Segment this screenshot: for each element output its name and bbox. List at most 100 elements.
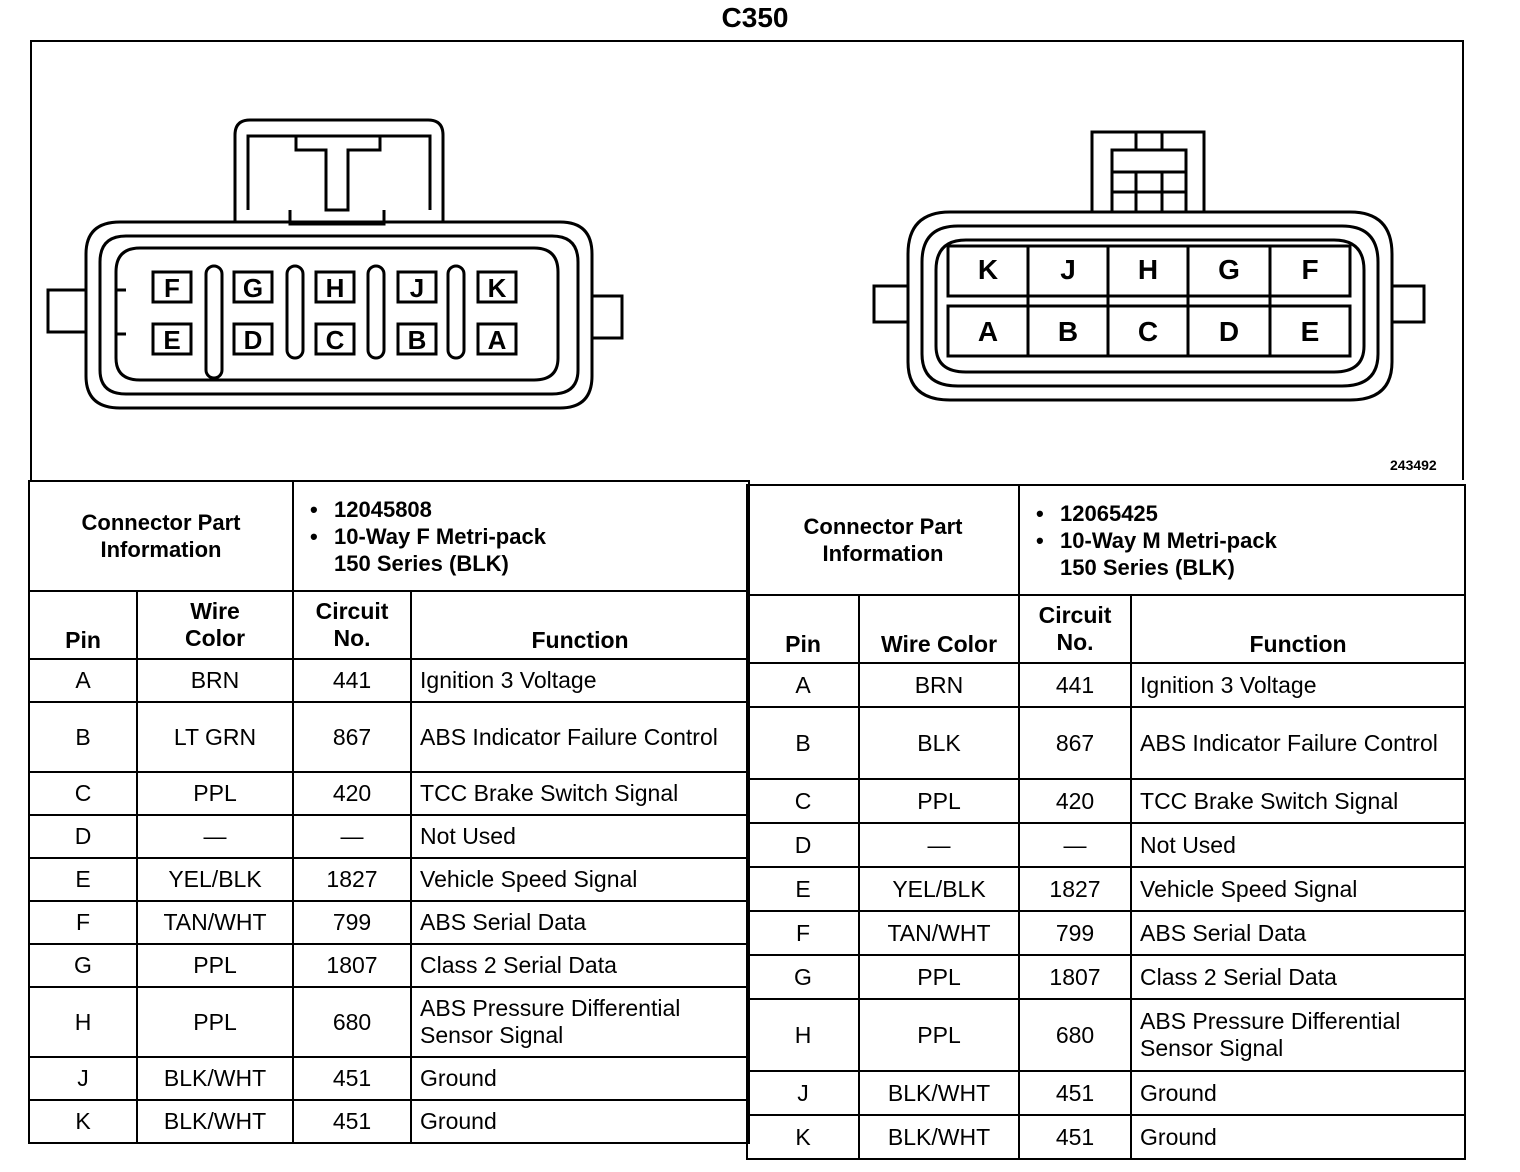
header-function: Function	[1130, 594, 1467, 664]
connector-series: 150 Series (BLK)	[334, 550, 509, 576]
function-cell: Vehicle Speed Signal	[1130, 866, 1467, 912]
function-cell: Class 2 Serial Data	[410, 943, 751, 988]
pin-label: G	[1218, 254, 1240, 285]
header-circuit-no: Circuit No.	[292, 590, 413, 660]
wire-color-cell: BLK/WHT	[857, 1070, 1021, 1116]
pin-cell: K	[28, 1099, 138, 1144]
pin-cell: H	[746, 998, 860, 1072]
table-row: D——Not Used	[746, 822, 1467, 868]
pin-label: J	[410, 273, 424, 303]
pin-label: K	[978, 254, 998, 285]
pin-cell: E	[746, 866, 860, 912]
pin-cavity	[314, 322, 356, 356]
wire-color-cell: PPL	[135, 986, 295, 1058]
wire-color-cell: TAN/WHT	[857, 910, 1021, 956]
circuit-no-cell: 441	[1018, 662, 1133, 708]
circuit-no-cell: 451	[292, 1056, 413, 1101]
wire-color-cell: BLK/WHT	[857, 1114, 1021, 1160]
connector-info-value: 12045808 10-Way F Metri-pack 150 Series …	[292, 480, 751, 592]
circuit-no-cell: 680	[292, 986, 413, 1058]
connector-info-label: Connector Part Information	[745, 484, 1021, 596]
pin-cavity	[476, 322, 518, 356]
connector-series: 150 Series (BLK)	[1060, 554, 1235, 580]
pin-label: H	[1138, 254, 1158, 285]
pin-label: F	[1301, 254, 1318, 285]
function-cell: ABS Serial Data	[1130, 910, 1467, 956]
function-cell: Class 2 Serial Data	[1130, 954, 1467, 1000]
pin-cavity	[151, 270, 193, 304]
circuit-no-cell: 867	[292, 701, 413, 773]
info-row: Connector Part Information 12065425 10-W…	[745, 484, 1467, 596]
wire-color-cell: YEL/BLK	[857, 866, 1021, 912]
pin-label: B	[1058, 316, 1078, 347]
left-connector	[46, 118, 624, 410]
header-wire-color: Wire Color	[135, 590, 295, 660]
function-cell: Not Used	[1130, 822, 1467, 868]
part-number: 12045808	[310, 496, 748, 523]
wire-color-cell: PPL	[135, 771, 295, 816]
connector-type: 10-Way F Metri-pack	[310, 523, 748, 550]
function-cell: ABS Pressure Differential Sensor Signal	[410, 986, 751, 1058]
wire-color-cell: —	[857, 822, 1021, 868]
part-number: 12065425	[1036, 500, 1464, 527]
wire-color-cell: BLK/WHT	[135, 1056, 295, 1101]
function-cell: Not Used	[410, 814, 751, 859]
pin-cavity	[232, 322, 274, 356]
pin-cell: B	[746, 706, 860, 780]
pin-label: A	[978, 316, 998, 347]
pin-cell: H	[28, 986, 138, 1058]
pin-label: K	[488, 273, 507, 303]
circuit-no-cell: 799	[1018, 910, 1133, 956]
circuit-no-cell: —	[292, 814, 413, 859]
function-cell: Ignition 3 Voltage	[1130, 662, 1467, 708]
pin-cell: B	[28, 701, 138, 773]
circuit-no-cell: 1807	[1018, 954, 1133, 1000]
function-cell: Ground	[410, 1099, 751, 1144]
circuit-no-cell: 799	[292, 900, 413, 945]
wire-color-cell: —	[135, 814, 295, 859]
pin-cell: D	[28, 814, 138, 859]
circuit-no-cell: 1807	[292, 943, 413, 988]
pin-cell: C	[746, 778, 860, 824]
wire-color-cell: BLK	[857, 706, 1021, 780]
wire-color-cell: LT GRN	[135, 701, 295, 773]
wire-color-cell: PPL	[135, 943, 295, 988]
diagram-frame	[30, 40, 1464, 480]
pin-cell: D	[746, 822, 860, 868]
function-cell: ABS Serial Data	[410, 900, 751, 945]
pin-cavity	[314, 270, 356, 304]
figure-number: 243492	[1390, 457, 1437, 473]
connector-type: 10-Way M Metri-pack	[1036, 527, 1464, 554]
function-cell: Vehicle Speed Signal	[410, 857, 751, 902]
pin-cell: A	[28, 658, 138, 703]
circuit-no-cell: —	[1018, 822, 1133, 868]
pin-cell: J	[746, 1070, 860, 1116]
pin-cell: A	[746, 662, 860, 708]
function-cell: TCC Brake Switch Signal	[1130, 778, 1467, 824]
pin-cell: J	[28, 1056, 138, 1101]
pin-cell: F	[28, 900, 138, 945]
header-row: Pin Wire Color Circuit No. Function	[746, 594, 1467, 664]
pin-cell: G	[746, 954, 860, 1000]
circuit-no-cell: 451	[1018, 1114, 1133, 1160]
pin-cavity	[396, 322, 438, 356]
function-cell: Ground	[1130, 1070, 1467, 1116]
wire-color-cell: BRN	[857, 662, 1021, 708]
wire-color-cell: PPL	[857, 954, 1021, 1000]
pin-label: C	[326, 325, 345, 355]
pin-label: A	[488, 325, 507, 355]
pin-cell: G	[28, 943, 138, 988]
